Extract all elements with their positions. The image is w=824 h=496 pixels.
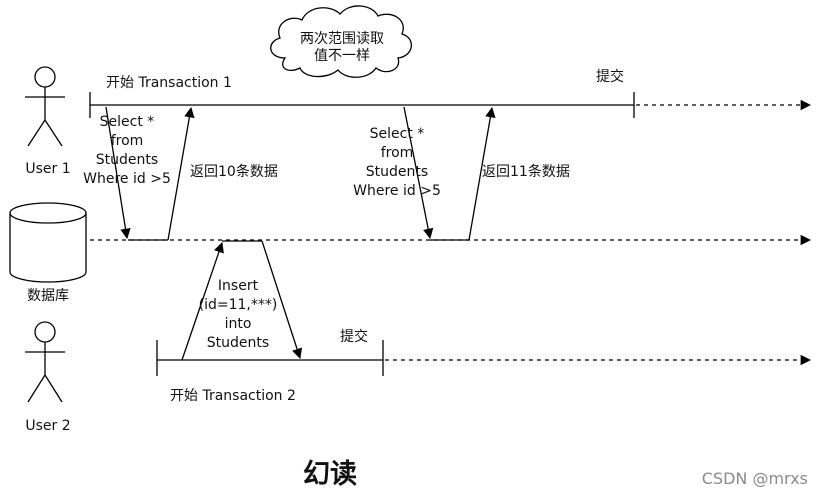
insert-return-arrow <box>261 240 303 359</box>
t1-commit-label: 提交 <box>596 68 624 85</box>
query2-line4: Where id >5 <box>353 183 441 199</box>
insert-line2: (id=11,***) <box>199 297 278 313</box>
t2-commit-label: 提交 <box>340 328 368 345</box>
insert-line1: Insert <box>218 278 259 294</box>
insert-line4: Students <box>207 335 269 351</box>
result1-label: 返回10条数据 <box>190 163 278 180</box>
query2-line1: Select * <box>370 126 425 142</box>
cloud-note-shape <box>270 5 412 78</box>
query1-line2: from <box>111 133 144 149</box>
insert-arrow <box>181 242 224 361</box>
t1-start-label: 开始 Transaction 1 <box>106 75 232 91</box>
insert-line3: into <box>225 316 252 332</box>
result1-arrow <box>167 106 195 241</box>
result2-arrow <box>468 106 496 241</box>
query1-line1: Select * <box>100 114 155 130</box>
user1-actor-icon <box>25 66 65 147</box>
query1-arrow <box>105 106 131 240</box>
user2-actor-icon <box>25 321 65 403</box>
diagram-caption: 幻读 <box>303 459 357 490</box>
cloud-note-line1: 两次范围读取 <box>300 30 384 47</box>
query1-line4: Where id >5 <box>83 171 171 187</box>
user1-label: User 1 <box>25 161 70 177</box>
query2-arrow <box>403 106 434 240</box>
database-label: 数据库 <box>27 288 69 304</box>
database-icon <box>9 202 87 283</box>
result2-label: 返回11条数据 <box>482 163 570 180</box>
watermark: CSDN @mrxs <box>702 469 808 488</box>
query1-line3: Students <box>96 152 158 168</box>
query2-line3: Students <box>366 164 428 180</box>
t2-start-label: 开始 Transaction 2 <box>170 388 296 404</box>
query2-line2: from <box>381 145 414 161</box>
user2-label: User 2 <box>25 418 70 434</box>
cloud-note-line2: 值不一样 <box>314 48 370 64</box>
